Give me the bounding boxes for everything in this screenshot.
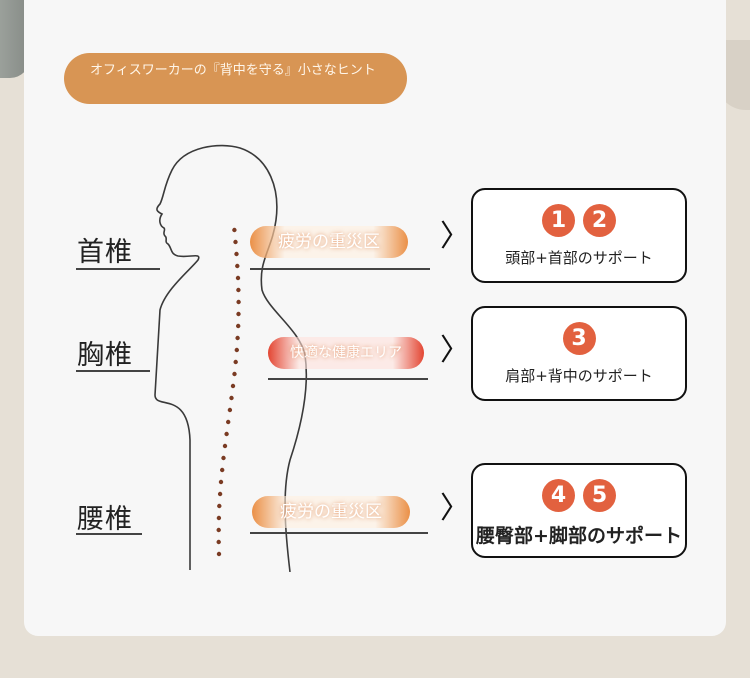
support-caption: 頭部+首部のサポート <box>505 249 653 267</box>
spine-dot <box>216 539 221 545</box>
spine-dots <box>216 227 241 557</box>
zone-underline <box>250 532 428 534</box>
chevron-right-icon: 〉 <box>440 491 470 526</box>
number-badges: 1 2 <box>473 204 685 237</box>
spine-dot <box>217 503 222 509</box>
number-badges: 3 <box>473 322 685 355</box>
title-text: オフィスワーカーの『背中を守る』小さなヒント <box>90 63 376 78</box>
label-underline <box>76 268 160 270</box>
spine-dot <box>216 551 222 557</box>
spine-dot <box>216 527 221 533</box>
label-underline <box>76 533 142 535</box>
spine-dot <box>236 311 241 317</box>
support-box-waist-legs: 4 5 腰臀部+脚部のサポート <box>471 463 687 558</box>
spine-dot <box>233 239 238 245</box>
spine-dot <box>236 287 241 293</box>
zone-lumbar: 疲労の重災区 <box>252 496 410 528</box>
number-badge: 2 <box>583 204 616 237</box>
chevron-right-icon: 〉 <box>440 219 470 254</box>
support-box-shoulder-back: 3 肩部+背中のサポート <box>471 306 687 401</box>
spine-dot <box>235 263 240 269</box>
number-badge: 4 <box>542 479 575 512</box>
spine-dot <box>235 275 241 281</box>
spine-dot <box>229 395 234 401</box>
spine-dot <box>221 455 226 461</box>
spine-dot <box>220 467 225 473</box>
spine-dot <box>227 407 233 413</box>
spine-dot <box>234 251 239 257</box>
spine-dot <box>226 419 231 425</box>
spine-dot <box>236 323 241 329</box>
support-box-head-neck: 1 2 頭部+首部のサポート <box>471 188 687 283</box>
spine-dot <box>218 479 224 485</box>
title-banner: オフィスワーカーの『背中を守る』小さなヒント <box>64 53 407 104</box>
chevron-right-icon: 〉 <box>440 333 470 368</box>
spine-dot <box>216 515 222 521</box>
number-badge: 5 <box>583 479 616 512</box>
zone-thoracic: 快適な健康エリア <box>268 337 424 369</box>
spine-dot <box>236 299 241 305</box>
spine-dot <box>235 335 240 341</box>
zone-underline <box>250 268 430 270</box>
label-underline <box>76 370 150 372</box>
label-thoracic: 胸椎 <box>77 340 133 371</box>
label-cervical: 首椎 <box>77 237 133 268</box>
support-caption: 肩部+背中のサポート <box>505 367 653 385</box>
spine-dot <box>234 347 239 353</box>
spine-dot <box>232 227 237 233</box>
spine-dot <box>232 371 237 377</box>
number-badge: 1 <box>542 204 575 237</box>
zone-underline <box>268 378 428 380</box>
label-lumbar: 腰椎 <box>77 504 133 535</box>
number-badges: 4 5 <box>473 479 685 512</box>
spine-dot <box>224 431 229 437</box>
spine-dot <box>233 359 238 365</box>
number-badge: 3 <box>562 322 596 355</box>
spine-dot <box>230 383 236 389</box>
spine-dot <box>222 443 228 449</box>
spine-dot <box>217 491 223 497</box>
zone-cervical: 疲労の重災区 <box>250 226 408 258</box>
support-caption: 腰臀部+脚部のサポート <box>476 525 682 547</box>
